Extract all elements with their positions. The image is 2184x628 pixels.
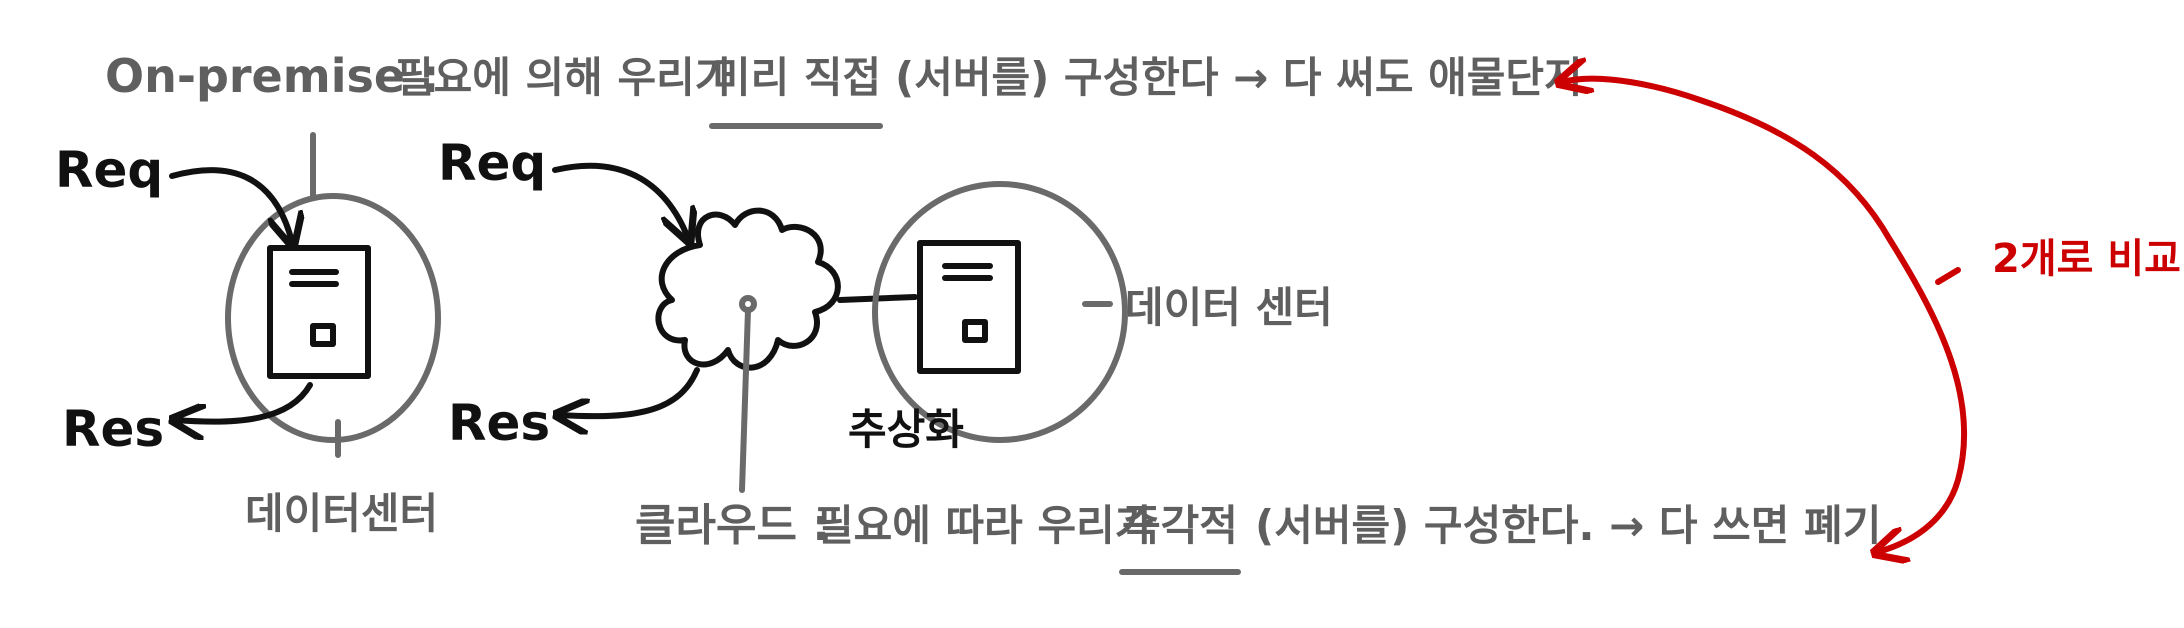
left-req-label: Req (55, 141, 163, 199)
left-res-arrow (176, 382, 313, 422)
cloud-line: 클라우드 : 필요에 따라 우리가 즉각적 (서버를) 구성한다. → 다 쓰면… (635, 500, 1881, 575)
cloud-stem (739, 307, 751, 493)
cloud-server-box (917, 240, 1021, 374)
cloud-datacenter-circle (872, 181, 1128, 443)
left-datacenter-label: 데이터센터 (245, 489, 438, 538)
left-req-arrow (169, 167, 292, 242)
cloud-datacenter-label: 데이터 센터 (1125, 283, 1333, 332)
cloud-label: 클라우드 : (635, 500, 830, 551)
left-server-group: Req Res 데이터센터 (55, 132, 441, 538)
compare-tick (1935, 267, 1961, 285)
left-res-label: Res (62, 400, 164, 458)
cloud-res-label: Res (448, 394, 550, 452)
abstraction-label: 추상화 (848, 405, 964, 454)
cloud-server-button (962, 319, 988, 343)
onpremise-desc-emph: 미리 직접 (712, 53, 881, 102)
cloud-res-arrow (560, 367, 700, 416)
compare-label: 2개로 비교 (1992, 236, 2181, 282)
onpremise-line: On-premise : 필요에 의해 우리가 미리 직접 (서버를) 구성한다… (105, 49, 1583, 129)
cloud-req-arrow (552, 162, 688, 238)
onpremise-label: On-premise : (105, 49, 439, 103)
left-server-button (310, 323, 336, 347)
cloud-desc-emph: 즉각적 (1122, 501, 1238, 550)
cloud-req-label: Req (438, 134, 546, 192)
cloud-desc-after: (서버를) 구성한다. → 다 쓰면 폐기 (1255, 501, 1881, 550)
compare-arrow (1562, 79, 1968, 552)
onpremise-desc-before: 필요에 의해 우리가 (395, 53, 733, 102)
compare-group: 2개로 비교 (1562, 79, 2181, 552)
cloud-desc-before: 필요에 따라 우리가 (815, 501, 1153, 550)
cloud-shape (655, 207, 841, 371)
onpremise-desc-after: (서버를) 구성한다 → 다 써도 애물단지 (895, 53, 1583, 102)
left-datacenter-circle (225, 193, 441, 443)
cloud-server-group: Req Res 데이터 센터 추상화 (438, 134, 1333, 493)
left-server-box (267, 245, 371, 379)
